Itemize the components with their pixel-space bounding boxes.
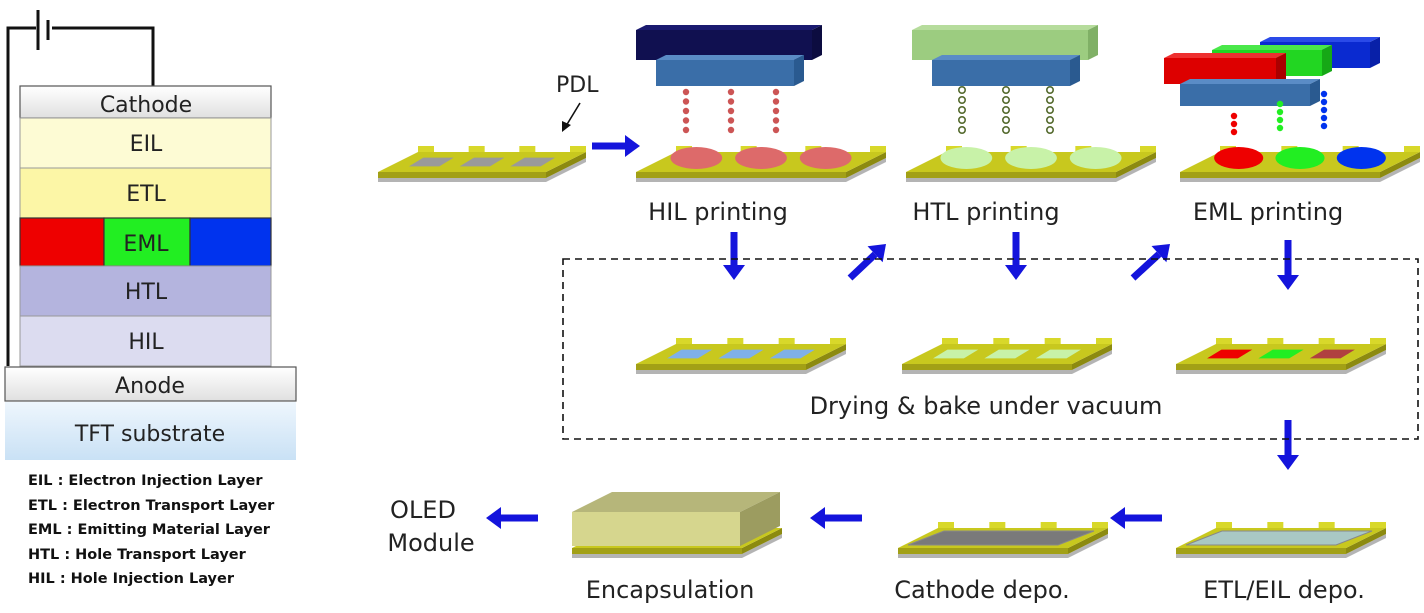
layer-hil	[19, 315, 272, 367]
arrow-to-module	[486, 507, 538, 529]
layer-cathode	[19, 85, 272, 119]
plate-etl-eil-film	[1185, 530, 1373, 546]
label-etl: ETL	[126, 182, 166, 207]
plate-pdl-well-0	[408, 157, 454, 167]
pdl-label: PDL	[556, 73, 599, 98]
label-anode: Anode	[115, 374, 185, 399]
step-eml-printing: EML printing	[1193, 198, 1343, 226]
arrow-htl-down	[1005, 232, 1027, 280]
legend-eml: EML : Emitting Material Layer	[28, 522, 270, 539]
arrow-to-etl-eil	[1277, 420, 1299, 470]
plate-hil	[636, 146, 886, 182]
oled-module-line2: Module	[387, 529, 474, 557]
flow-arrows	[486, 135, 1299, 529]
plate-dry-hil	[636, 338, 846, 374]
htl-head-top	[912, 25, 1098, 60]
arrow-to-cathode	[1110, 507, 1162, 529]
plate-dry-htl-well-0	[933, 349, 979, 359]
drying-box	[562, 258, 1419, 440]
eml-head-nozzle	[1180, 79, 1320, 106]
plate-htl-drop-0	[940, 147, 993, 169]
label-eml: EML	[123, 232, 169, 257]
plate-eml-drop-2	[1336, 147, 1386, 169]
label-hil: HIL	[128, 330, 164, 355]
plate-pdl-well-1	[459, 157, 505, 167]
arrow-pdl-to-hil	[592, 135, 640, 157]
step-encapsulation: Encapsulation	[586, 576, 755, 604]
plate-cathode	[898, 522, 1108, 558]
plate-dry-eml-well-2	[1309, 349, 1355, 359]
hil-droplets-0	[682, 88, 690, 134]
hil-head-nozzle	[656, 55, 804, 86]
label-tft-substrate: TFT substrate	[74, 422, 225, 447]
plate-dry-hil-well-0	[667, 349, 713, 359]
plate-hil-drop-2	[799, 147, 852, 169]
plate-htl-drop-1	[1005, 147, 1057, 169]
legend-etl: ETL : Electron Transport Layer	[28, 497, 275, 514]
plate-pdl-well-2	[510, 157, 556, 167]
label-htl: HTL	[125, 280, 168, 305]
plate-dry-hil-well-1	[718, 349, 764, 359]
step-drying: Drying & bake under vacuum	[810, 392, 1163, 420]
plate-dry-eml-well-0	[1207, 349, 1253, 359]
layer-htl	[19, 265, 272, 317]
plate-dry-htl-well-1	[984, 349, 1030, 359]
eml-droplets-blue	[1320, 90, 1328, 130]
battery-circuit	[6, 10, 155, 366]
plate-hil-drop-0	[670, 147, 723, 169]
encapsulation-block	[572, 492, 780, 546]
arrow-up-to-htl	[847, 244, 886, 281]
process-plates	[378, 146, 1420, 558]
eml-head-red	[1164, 53, 1286, 84]
plate-eml-drop-0	[1214, 147, 1264, 169]
print-heads	[636, 25, 1380, 136]
htl-droplets-1	[1001, 86, 1010, 135]
step-hil-printing: HIL printing	[648, 198, 788, 226]
layer-anode	[4, 366, 297, 402]
plate-dry-htl-well-2	[1035, 349, 1081, 359]
plate-dry-eml	[1176, 338, 1386, 374]
eml-droplets-red	[1230, 112, 1238, 136]
htl-droplets-2	[1046, 86, 1055, 135]
legend-hil: HIL : Hole Injection Layer	[28, 571, 234, 588]
plate-htl-drop-2	[1069, 147, 1122, 169]
plate-pdl	[378, 146, 586, 182]
plate-eml	[1180, 146, 1420, 182]
arrow-to-encap	[810, 507, 862, 529]
htl-droplets-0	[957, 86, 966, 135]
step-cathode-depo: Cathode depo.	[894, 576, 1070, 604]
arrow-up-to-eml	[1130, 244, 1170, 281]
hil-head-top	[636, 25, 822, 60]
plate-hil-drop-1	[735, 147, 787, 169]
layer-tft-substrate	[5, 402, 296, 460]
legend-htl: HTL : Hole Transport Layer	[28, 546, 246, 563]
eml-droplets-green	[1276, 100, 1284, 132]
plate-dry-htl	[902, 338, 1112, 374]
layer-eil	[19, 117, 272, 169]
plate-htl	[906, 146, 1156, 182]
label-eil: EIL	[130, 132, 163, 157]
label-cathode: Cathode	[100, 93, 192, 118]
plate-cathode-film	[907, 530, 1095, 546]
step-htl-printing: HTL printing	[912, 198, 1059, 226]
plate-eml-drop-1	[1275, 147, 1325, 169]
legend-eil: EIL : Electron Injection Layer	[28, 473, 263, 489]
htl-head-nozzle	[932, 55, 1080, 86]
pdl-pointer	[562, 102, 581, 132]
plate-dry-eml-well-1	[1258, 349, 1304, 359]
plate-dry-hil-well-2	[769, 349, 815, 359]
device-stack: Cathode EIL ETL EML HTL HIL Anode TFT su…	[4, 10, 297, 460]
abbreviation-legend: EIL : Electron Injection Layer ETL : Ele…	[28, 469, 274, 592]
arrow-eml-down	[1277, 240, 1299, 290]
hil-droplets-2	[772, 88, 780, 134]
arrow-hil-down	[723, 232, 745, 280]
oled-module-line1: OLED	[390, 496, 456, 524]
step-etl-eil-depo: ETL/EIL depo.	[1203, 576, 1365, 604]
hil-droplets-1	[727, 88, 735, 134]
plate-etl-eil	[1176, 522, 1386, 558]
